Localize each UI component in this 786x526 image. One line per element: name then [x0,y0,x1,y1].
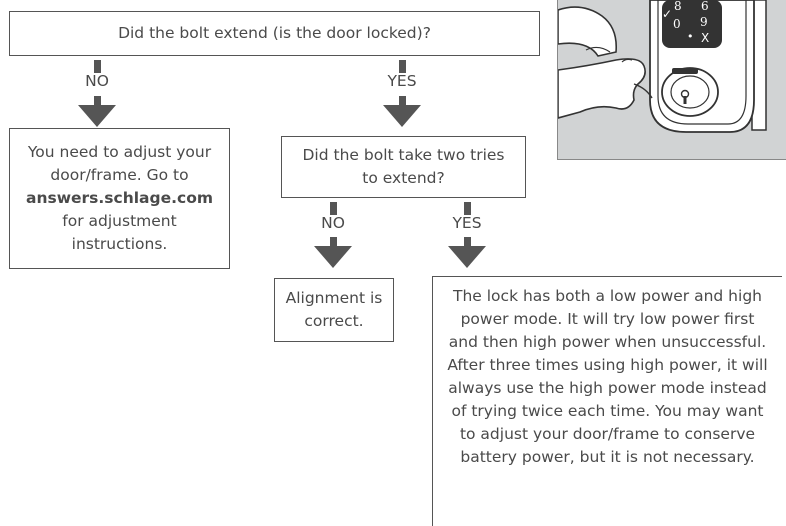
arrow-down-icon [383,105,421,127]
arrow-down-icon [78,105,116,127]
alignment-correct-text: Alignment is correct. [285,289,383,330]
key-x: X [701,31,709,45]
schlage-link[interactable]: answers.schlage.com [25,189,213,207]
question-two-tries: Did the bolt take two tries to extend? [281,136,526,198]
arrow-down-icon [448,246,486,268]
arrow-stem-no-2 [329,237,337,247]
power-mode-box: The lock has both a low power and high p… [432,276,782,526]
label-no-2: NO [321,214,345,232]
adjust-line-2: door/frame. Go to [50,166,189,184]
lock-drawing: 8 6 0 9 • X ✓ [558,0,767,133]
arrow-down-icon [314,246,352,268]
arrow-stem-yes-2 [463,237,471,247]
power-mode-text: The lock has both a low power and high p… [447,287,768,466]
alignment-correct-box: Alignment is correct. [274,278,394,342]
connector-no-2 [329,202,337,215]
lock-illustration: 8 6 0 9 • X ✓ [557,0,786,160]
connector-yes-2 [463,202,471,215]
key-check: ✓ [662,7,672,21]
label-yes-1: YES [387,72,417,90]
connector-no-1 [93,60,101,73]
adjust-door-frame-box: You need to adjust your door/frame. Go t… [9,128,230,269]
arrow-stem-no-1 [93,96,101,106]
key-8: 8 [674,0,682,13]
key-dot: • [687,30,694,43]
adjust-line-4: instructions. [71,235,168,253]
label-yes-2: YES [452,214,482,232]
arrow-stem-yes-1 [398,96,406,106]
adjust-line-3: for adjustment [62,212,177,230]
connector-yes-1 [398,60,406,73]
question-bolt-extend-text: Did the bolt extend (is the door locked)… [118,24,431,42]
question-two-tries-text: Did the bolt take two tries to extend? [302,146,505,187]
key-0: 0 [673,17,681,31]
label-no-1: NO [85,72,109,90]
adjust-line-1: You need to adjust your [27,143,212,161]
question-bolt-extend: Did the bolt extend (is the door locked)… [9,11,540,56]
key-6: 6 [701,0,709,13]
key-9: 9 [700,15,708,29]
